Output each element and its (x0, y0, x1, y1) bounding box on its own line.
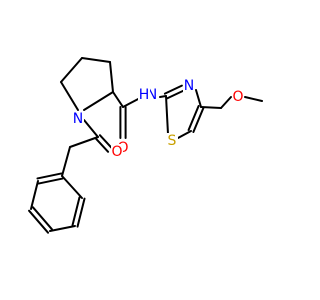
ph-bond-1-a (36, 172, 63, 180)
atom-label-bg-o3 (232, 89, 244, 104)
c2-carbonyl-bond (112, 91, 124, 108)
pyr-bond-2 (60, 57, 83, 83)
thz-c4-c5-b (192, 107, 205, 133)
atom-label-o3: O (232, 89, 243, 105)
thz-n3-c4 (195, 89, 202, 108)
pyr-bond-1 (60, 81, 79, 111)
atom-label-h2: H (139, 87, 150, 103)
thz-c2-n3-a (166, 89, 186, 100)
molecule-structure: NONHNSOO (28, 57, 263, 234)
nh-thiazole-bond (159, 95, 167, 98)
thz-c2-n3-b (163, 84, 183, 95)
atom-label-n1: N (73, 111, 83, 127)
ph-bond-2 (30, 180, 39, 210)
n-acyl-bond (83, 119, 99, 138)
thz-c4-c5-a (187, 105, 200, 131)
ph-bond-3-a (28, 209, 50, 234)
pyr-bond-5 (83, 91, 114, 111)
bonds (28, 57, 263, 234)
thz-s-c2 (165, 95, 169, 135)
atom-label-bg-n1 (72, 111, 84, 126)
ch2-ph-bond (61, 146, 71, 177)
pyr-bond-3 (81, 57, 111, 63)
acyl-co-bond-b (98, 134, 113, 150)
atom-label-bg-h2 (138, 87, 150, 102)
ph-bond-4 (49, 225, 76, 232)
atom-label-n3: N (184, 78, 194, 94)
atom-label-n2: N (147, 87, 157, 103)
ch2-o-bond (220, 96, 232, 109)
pyr-bond-4 (109, 61, 114, 93)
o-me-bond (244, 96, 263, 102)
atom-labels: NONHNSOO (72, 78, 244, 160)
ph-bond-1-b (37, 177, 64, 185)
atom-label-bg-s1 (166, 133, 178, 148)
ph-bond-5-a (76, 197, 86, 228)
atom-label-bg-o2 (111, 144, 123, 159)
ph-bond-5-b (71, 196, 81, 227)
thz-c5-s (177, 130, 192, 139)
acyl-co-bond-a (95, 137, 110, 153)
atom-label-s1: S (168, 133, 177, 149)
ch2-bond (200, 106, 222, 109)
ph-bond-6 (61, 175, 83, 199)
acyl-ch2-bond (69, 136, 99, 148)
atom-label-o2: O (111, 144, 122, 160)
ph-bond-3-b (31, 206, 53, 231)
atom-label-bg-n3 (183, 78, 195, 93)
molecule-diagram: NONHNSOO (28, 57, 263, 234)
